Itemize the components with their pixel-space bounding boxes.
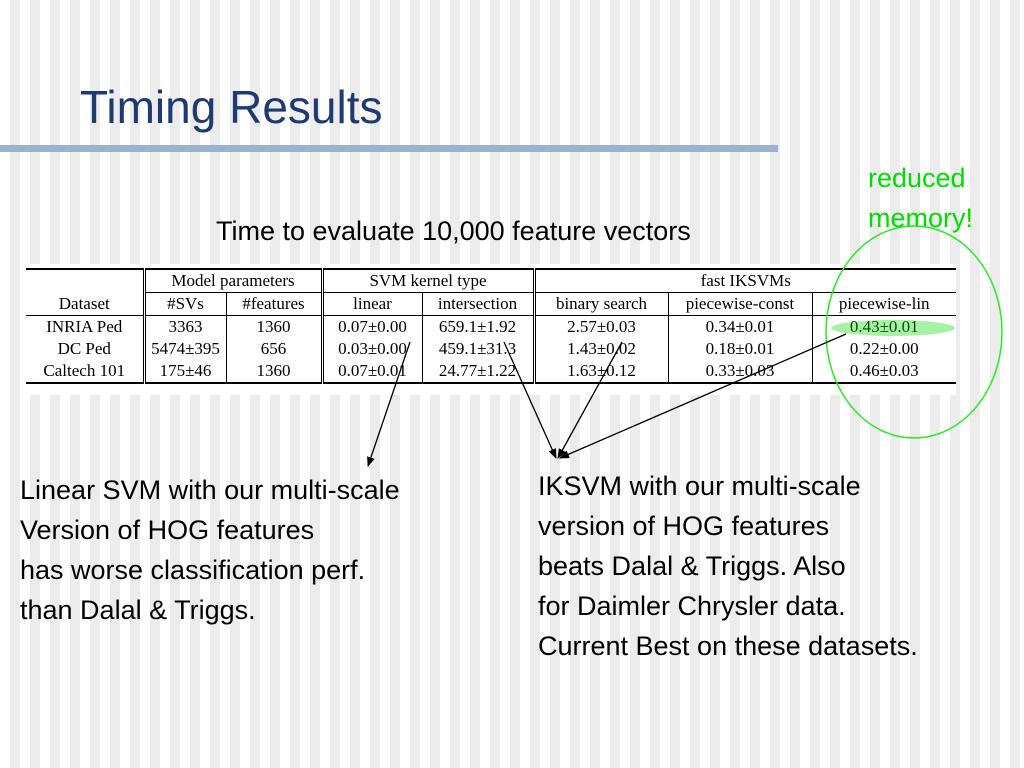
col-linear: linear xyxy=(320,292,422,316)
cell-binary-search: 1.43±0.02 xyxy=(532,338,668,360)
note-line: version of HOG features xyxy=(538,511,830,541)
cell-piecewise-const: 0.34±0.01 xyxy=(667,315,812,338)
col-piecewise-lin: piecewise-lin xyxy=(811,292,956,316)
table-caption: Time to evaluate 10,000 feature vectors xyxy=(216,216,691,246)
note-line: has worse classification perf. xyxy=(20,555,366,585)
note-line: IKSVM with our multi-scale xyxy=(538,471,861,501)
slide-title: Timing Results xyxy=(80,81,383,133)
col-dataset: Dataset xyxy=(26,292,144,316)
cell-binary-search: 2.57±0.03 xyxy=(532,315,668,338)
cell-piecewise-lin: 0.46±0.03 xyxy=(811,360,956,383)
cell-features: 656 xyxy=(225,338,322,360)
note-line: Version of HOG features xyxy=(20,515,315,545)
reduced-memory-callout: reduced memory! xyxy=(868,158,973,238)
timing-table-image: Model parameters SVM kernel type fast IK… xyxy=(26,264,956,395)
cell-dataset: Caltech 101 xyxy=(43,361,126,380)
note-line: for Daimler Chrysler data. xyxy=(538,591,846,621)
table-row: DC Ped 5474±395 656 0.03±0.00 459.1±31.3… xyxy=(26,338,956,360)
cell-intersection: 24.77±1.22 xyxy=(421,360,534,383)
cell-linear: 0.07±0.01 xyxy=(320,360,422,383)
cell-svs: 3363 xyxy=(142,315,226,338)
table-row: Caltech 101 175±46 1360 0.07±0.01 24.77±… xyxy=(26,360,956,383)
cell-piecewise-lin: 0.43±0.01 xyxy=(811,315,956,338)
col-features: #features xyxy=(225,292,322,316)
col-svs: #SVs xyxy=(142,292,226,316)
col-piecewise-const: piecewise-const xyxy=(667,292,812,316)
cell-svs: 5474±395 xyxy=(142,338,226,360)
cell-linear: 0.03±0.00 xyxy=(320,338,422,360)
title-rule xyxy=(0,145,778,152)
cell-features: 1360 xyxy=(225,315,322,338)
cell-piecewise-lin: 0.22±0.00 xyxy=(811,338,956,360)
callout-line: reduced xyxy=(868,163,966,193)
cell-piecewise-const: 0.33±0.03 xyxy=(667,360,812,383)
group-model-parameters: Model parameters xyxy=(142,269,322,293)
cell-dataset: INRIA Ped xyxy=(46,317,123,336)
timing-table: Model parameters SVM kernel type fast IK… xyxy=(26,268,956,384)
note-line: Current Best on these datasets. xyxy=(538,631,918,661)
cell-linear: 0.07±0.00 xyxy=(320,315,422,338)
callout-line: memory! xyxy=(868,203,974,233)
group-svm-kernel-type: SVM kernel type xyxy=(320,269,534,293)
table-row: INRIA Ped 3363 1360 0.07±0.00 659.1±1.92… xyxy=(26,315,956,338)
cell-dataset: DC Ped xyxy=(57,339,111,358)
note-line: than Dalal & Triggs. xyxy=(20,595,256,625)
empty-header xyxy=(26,269,144,293)
col-binary-search: binary search xyxy=(532,292,668,316)
cell-features: 1360 xyxy=(225,360,322,383)
cell-binary-search: 1.63±0.12 xyxy=(532,360,668,383)
group-fast-iksvms: fast IKSVMs xyxy=(532,269,956,293)
cell-piecewise-const: 0.18±0.01 xyxy=(667,338,812,360)
linear-svm-note: Linear SVM with our multi-scale Version … xyxy=(20,470,400,630)
note-line: beats Dalal & Triggs. Also xyxy=(538,551,846,581)
cell-intersection: 659.1±1.92 xyxy=(421,315,534,338)
note-line: Linear SVM with our multi-scale xyxy=(20,475,400,505)
cell-intersection: 459.1±31.3 xyxy=(421,338,534,360)
col-intersection: intersection xyxy=(421,292,534,316)
cell-svs: 175±46 xyxy=(142,360,226,383)
iksvm-note: IKSVM with our multi-scale version of HO… xyxy=(538,466,918,666)
